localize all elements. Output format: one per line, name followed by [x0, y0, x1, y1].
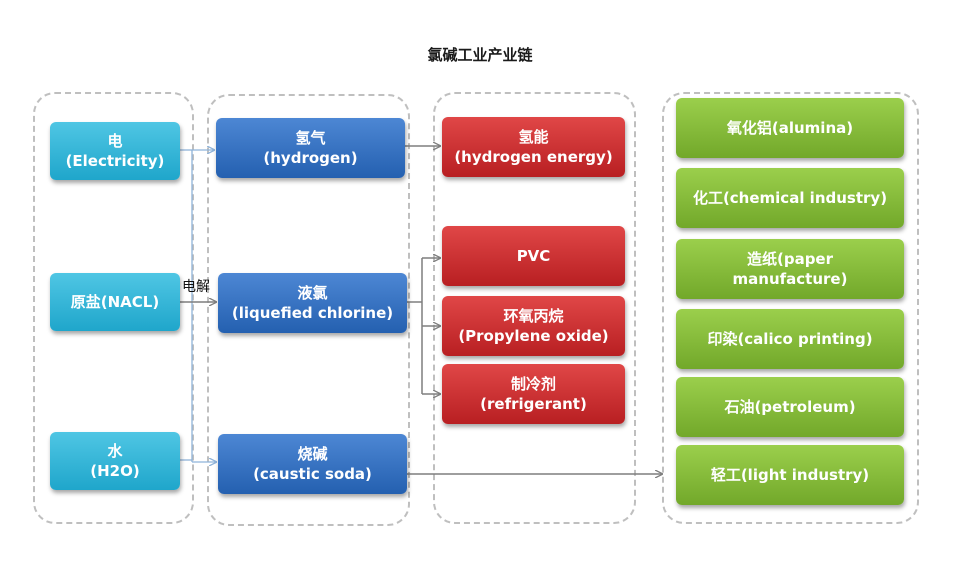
product-caustic-soda: 烧碱 (caustic soda): [218, 434, 407, 494]
diagram-title: 氯碱工业产业链: [427, 46, 533, 64]
node-line2: (hydrogen): [263, 149, 358, 167]
application-petroleum: 石油(petroleum): [676, 377, 904, 437]
node-line1: 水: [107, 442, 123, 460]
node-line1: 原盐(NACL): [70, 293, 160, 311]
node-line2: (H2O): [90, 462, 140, 480]
node-line1: 电: [107, 132, 123, 150]
product-liquefied-chlorine: 液氯 (liquefied chlorine): [218, 273, 407, 333]
derivative-hydrogen-energy: 氢能 (hydrogen energy): [442, 117, 625, 177]
node-line1: 石油(petroleum): [724, 398, 856, 416]
node-line1: PVC: [516, 247, 551, 265]
product-group: [207, 94, 410, 526]
node-line1: 氢能: [518, 128, 549, 146]
application-alumina: 氧化铝(alumina): [676, 98, 904, 158]
node-line1: 液氯: [297, 284, 328, 302]
input-group: [33, 92, 194, 524]
node-line2: (Propylene oxide): [458, 327, 609, 345]
node-line1: 氢气: [295, 129, 326, 147]
application-group: [662, 92, 919, 524]
node-line1: 烧碱: [297, 445, 328, 463]
input-water: 水 (H2O): [50, 432, 180, 490]
application-light-industry: 轻工(light industry): [676, 445, 904, 505]
application-chemical-industry: 化工(chemical industry): [676, 168, 904, 228]
derivative-refrigerant: 制冷剂 (refrigerant): [442, 364, 625, 424]
derivative-group: [433, 92, 636, 524]
node-line1: 造纸(paper: [746, 250, 834, 268]
application-calico-printing: 印染(calico printing): [676, 309, 904, 369]
node-line2: (Electricity): [65, 152, 165, 170]
derivative-propylene-oxide: 环氧丙烷 (Propylene oxide): [442, 296, 625, 356]
node-line1: 氧化铝(alumina): [726, 119, 854, 137]
application-paper-manufacture: 造纸(paper manufacture): [676, 239, 904, 299]
node-line2: (liquefied chlorine): [231, 304, 394, 322]
node-line2: (refrigerant): [480, 395, 587, 413]
node-line1: 化工(chemical industry): [692, 189, 888, 207]
input-salt: 原盐(NACL): [50, 273, 180, 331]
node-line2: manufacture): [732, 270, 848, 288]
derivative-pvc: PVC: [442, 226, 625, 286]
node-line1: 环氧丙烷: [503, 307, 564, 325]
node-line2: (caustic soda): [253, 465, 372, 483]
node-line1: 制冷剂: [510, 375, 556, 393]
node-line1: 印染(calico printing): [707, 330, 873, 348]
electrolysis-label: 电解: [182, 279, 210, 295]
product-hydrogen: 氢气 (hydrogen): [216, 118, 405, 178]
node-line2: (hydrogen energy): [454, 148, 613, 166]
node-line1: 轻工(light industry): [710, 466, 870, 484]
input-electricity: 电 (Electricity): [50, 122, 180, 180]
